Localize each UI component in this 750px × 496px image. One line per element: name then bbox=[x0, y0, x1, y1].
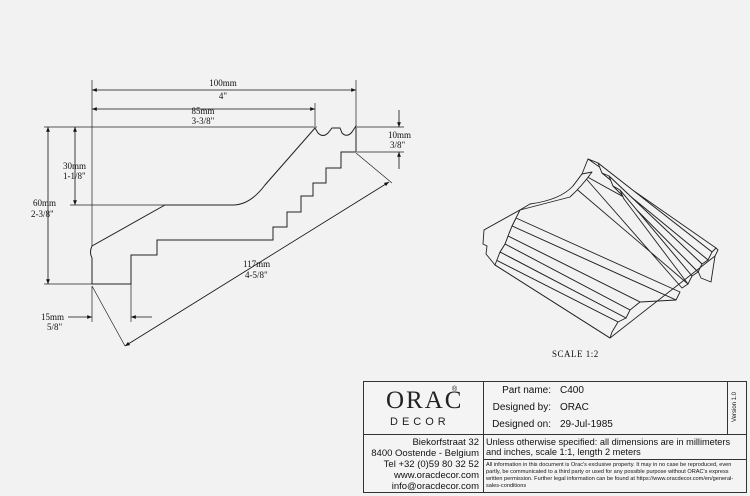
part-name-value: C400 bbox=[560, 385, 584, 396]
title-block: ORAC ® DECOR Biekorfstraat 32 8400 Ooste… bbox=[363, 381, 747, 493]
designed-by-value: ORAC bbox=[560, 402, 589, 413]
designed-on-value: 29-Jul-1985 bbox=[560, 419, 613, 430]
dim-bottom-mm: 15mm bbox=[41, 312, 64, 322]
address-email[interactable]: info@oracdecor.com bbox=[391, 481, 479, 492]
dim-bottom-in: 5/8" bbox=[47, 322, 63, 332]
dimension-labels: 100mm 4" 85mm 3-3/8" 10mm 3/8" 30mm 1-1/… bbox=[31, 78, 411, 332]
company-address: Biekorfstraat 32 8400 Oostende - Belgium… bbox=[364, 435, 484, 492]
address-phone: Tel +32 (0)59 80 32 52 bbox=[383, 459, 479, 470]
designed-by-label: Designed by: bbox=[492, 402, 551, 413]
version-label: Version 1.0 bbox=[732, 391, 738, 422]
address-city: 8400 Oostende - Belgium bbox=[371, 448, 479, 459]
dim-diag-in: 4-5/8" bbox=[245, 270, 268, 280]
designed-on-row: Designed on: 29-Jul-1985 bbox=[484, 416, 727, 433]
technical-drawing: 100mm 4" 85mm 3-3/8" 10mm 3/8" 30mm 1-1/… bbox=[31, 78, 719, 359]
part-metadata: Part name: C400 Designed by: ORAC Design… bbox=[484, 382, 727, 435]
address-street: Biekorfstraat 32 bbox=[412, 437, 479, 448]
logo-subtitle: DECOR bbox=[390, 416, 450, 428]
dim-width-mm: 100mm bbox=[209, 78, 237, 88]
dimension-lines bbox=[46, 88, 401, 347]
legal-notice: All information in this document is Orac… bbox=[486, 462, 734, 489]
dim-width-in: 4" bbox=[219, 91, 228, 101]
logo-wordmark: ORAC bbox=[386, 387, 464, 414]
company-logo: ORAC ® DECOR bbox=[364, 382, 484, 435]
scale-label: SCALE 1:2 bbox=[552, 349, 599, 359]
units-note: Unless otherwise specified: all dimensio… bbox=[484, 435, 746, 460]
dim-top-mm: 10mm bbox=[388, 130, 411, 140]
part-name-label: Part name: bbox=[502, 385, 551, 396]
dim-height-mm: 60mm bbox=[33, 198, 56, 208]
dim-top-in: 3/8" bbox=[390, 140, 406, 150]
dim-height-in: 2-3/8" bbox=[31, 209, 54, 219]
dim-depth-in: 3-3/8" bbox=[192, 116, 215, 126]
dim-depth-mm: 85mm bbox=[191, 106, 214, 116]
extension-lines bbox=[44, 80, 404, 347]
logo-registered-mark: ® bbox=[452, 386, 458, 393]
designed-on-label: Designed on: bbox=[492, 419, 551, 430]
designed-by-row: Designed by: ORAC bbox=[484, 399, 727, 416]
address-website[interactable]: www.oracdecor.com bbox=[393, 470, 479, 481]
dim-mid-mm: 30mm bbox=[63, 161, 86, 171]
dim-mid-in: 1-1/8" bbox=[63, 171, 86, 181]
dim-diag-mm: 117mm bbox=[243, 259, 270, 269]
version-cell: Version 1.0 bbox=[727, 382, 746, 435]
isometric-view bbox=[482, 158, 719, 339]
part-name-row: Part name: C400 bbox=[484, 382, 727, 399]
